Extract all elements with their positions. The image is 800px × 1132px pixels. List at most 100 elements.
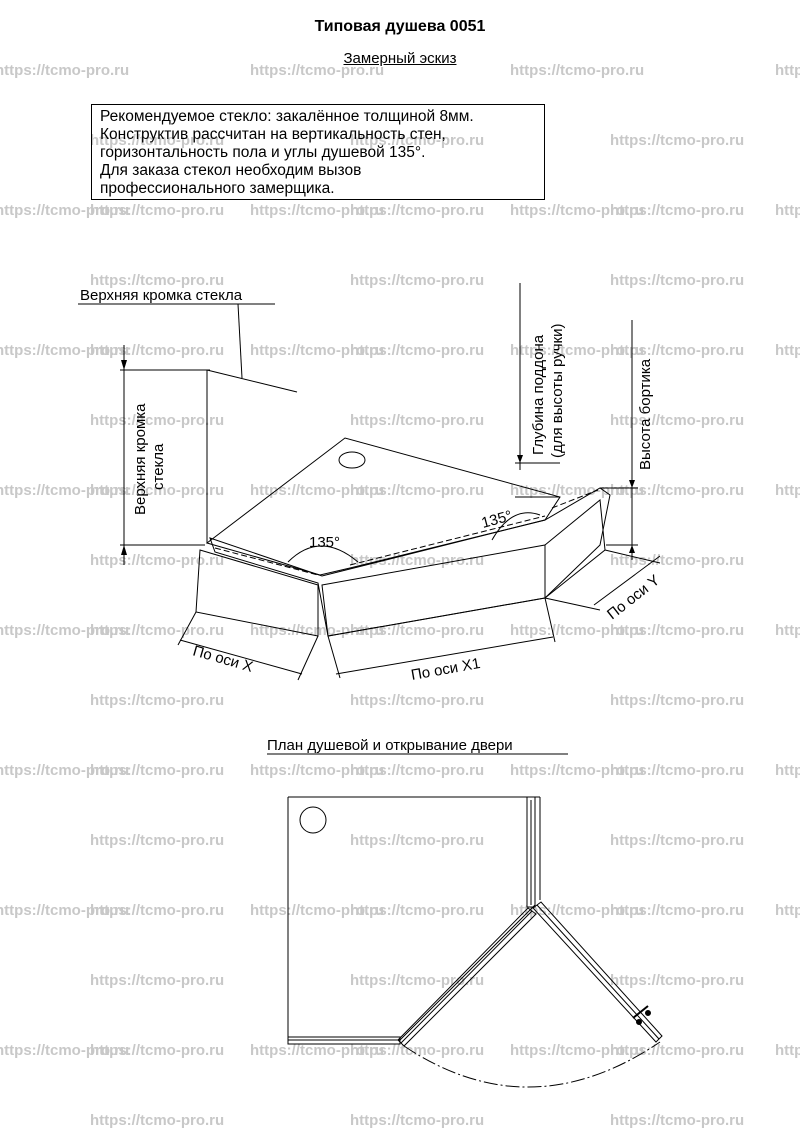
watermark-text: https://tcmo-pro.ru	[250, 902, 384, 919]
watermark-text: https://tcmo-pro.ru	[610, 1042, 744, 1059]
plan-diagonal-glass	[397, 907, 537, 1047]
watermark-text: https://tcmo-pro.ru	[775, 902, 800, 919]
watermark-text: https://tcmo-pro.ru	[610, 482, 744, 499]
watermark-text: https://tcmo-pro.ru	[510, 762, 644, 779]
door-swing-arc	[403, 1041, 661, 1088]
note-line-5: профессионального замерщика.	[100, 180, 335, 197]
watermark-text: https://tcmo-pro.ru	[350, 762, 484, 779]
watermark-text: https://tcmo-pro.ru	[90, 832, 224, 849]
watermark-text: https://tcmo-pro.ru	[610, 902, 744, 919]
watermark-text: https://tcmo-pro.ru	[510, 342, 644, 359]
axis-x-dim-line	[179, 639, 303, 675]
watermark-text: https://tcmo-pro.ru	[0, 482, 129, 499]
curb-dash-mid	[349, 515, 546, 566]
axis-y-ext-bottom	[544, 597, 601, 611]
watermark-text: https://tcmo-pro.ru	[90, 202, 224, 219]
watermark-text: https://tcmo-pro.ru	[90, 762, 224, 779]
watermark-text: https://tcmo-pro.ru	[350, 1042, 484, 1059]
watermark-text: https://tcmo-pro.ru	[610, 132, 744, 149]
axis-y-ext-top	[604, 549, 661, 564]
curb-height-label: Высота бортика	[637, 358, 654, 470]
watermark-text: https://tcmo-pro.ru	[510, 902, 644, 919]
watermark-text: https://tcmo-pro.ru	[610, 622, 744, 639]
note-line-4: Для заказа стекол необходим вызов	[100, 162, 362, 179]
axis-x-ext-left	[177, 611, 197, 646]
watermark-text: https://tcmo-pro.ru	[90, 972, 224, 989]
watermark-text: https://tcmo-pro.ru	[775, 342, 800, 359]
watermark-text: https://tcmo-pro.ru	[610, 552, 744, 569]
angle-right-label: 135°	[480, 507, 514, 531]
left-vertical-label-1: Верхняя кромка	[132, 403, 149, 515]
watermark-text: https://tcmo-pro.ru	[775, 482, 800, 499]
axis-x1-dim-line	[335, 636, 554, 675]
watermark-text: https://tcmo-pro.ru	[610, 1112, 744, 1129]
watermark-text: https://tcmo-pro.ru	[350, 902, 484, 919]
top-edge-leader	[237, 303, 243, 379]
tray-depth-label-2: (для высоты ручки)	[549, 324, 566, 458]
door-handle-knob-2	[645, 1010, 651, 1016]
watermark-text: https://tcmo-pro.ru	[775, 202, 800, 219]
angle-arc-right	[491, 512, 541, 541]
watermark-text: https://tcmo-pro.ru	[610, 412, 744, 429]
plan-tray-front	[288, 904, 536, 1041]
watermark-text: https://tcmo-pro.ru	[510, 202, 644, 219]
watermark-text: https://tcmo-pro.ru	[250, 482, 384, 499]
tray-depth-arrow	[517, 455, 523, 463]
watermark-text: https://tcmo-pro.ru	[0, 622, 129, 639]
watermark-text: https://tcmo-pro.ru	[610, 342, 744, 359]
watermark-text: https://tcmo-pro.ru	[250, 1042, 384, 1059]
page-subtitle: Замерный эскиз	[0, 50, 800, 67]
axis-y-label: По оси Y	[604, 572, 663, 623]
plan-title: План душевой и открывание двери	[267, 737, 513, 754]
watermark-text: https://tcmo-pro.ru	[610, 272, 744, 289]
watermark-text: https://tcmo-pro.ru	[350, 1112, 484, 1129]
watermark-text: https://tcmo-pro.ru	[250, 342, 384, 359]
axis-x1-ext-left	[327, 635, 341, 679]
axis-y-dim-line	[593, 555, 661, 606]
curb-face-left	[195, 549, 319, 637]
angle-left-label: 135°	[309, 534, 340, 551]
watermark-text: https://tcmo-pro.ru	[610, 972, 744, 989]
top-edge-ext	[206, 369, 298, 393]
watermark-text: https://tcmo-pro.ru	[90, 1112, 224, 1129]
left-vertical-label-2: стекла	[150, 443, 167, 490]
watermark-text: https://tcmo-pro.ru	[0, 202, 129, 219]
note-line-3: горизонтальность пола и углы душевой 135…	[100, 144, 426, 161]
watermark-text: https://tcmo-pro.ru	[775, 1042, 800, 1059]
axis-x1-ext-right	[544, 597, 556, 643]
plan-drain-hole	[299, 806, 327, 834]
watermark-text: https://tcmo-pro.ru	[350, 272, 484, 289]
watermark-text: https://tcmo-pro.ru	[775, 622, 800, 639]
plan-door-center	[536, 904, 660, 1040]
watermark-text: https://tcmo-pro.ru	[0, 902, 129, 919]
plan-right-glass	[526, 796, 536, 908]
note-line-2: Конструктив рассчитан на вертикальность …	[100, 126, 446, 143]
watermark-text: https://tcmo-pro.ru	[350, 202, 484, 219]
watermark-text: https://tcmo-pro.ru	[0, 62, 129, 79]
watermark-text: https://tcmo-pro.ru	[250, 202, 384, 219]
watermark-text: https://tcmo-pro.ru	[90, 1042, 224, 1059]
watermark-text: https://tcmo-pro.ru	[775, 62, 800, 79]
drain-hole-3d	[338, 451, 366, 469]
tray-depth-label-1: Глубина поддона	[530, 334, 547, 455]
watermark-text: https://tcmo-pro.ru	[250, 62, 384, 79]
front-curb-top	[209, 487, 611, 637]
door-handle-knob-1	[636, 1019, 642, 1025]
watermark-text: https://tcmo-pro.ru	[610, 762, 744, 779]
page-title: Типовая душева 0051	[314, 18, 486, 35]
shower-sketch-3d: Верхняя кромка стекла Верхняя кромка сте…	[78, 283, 663, 684]
plan-diagonal-glass-center	[400, 910, 533, 1044]
axis-x-ext-right	[297, 635, 319, 681]
watermark-text: https://tcmo-pro.ru	[0, 1042, 129, 1059]
curb-dash-left	[214, 547, 319, 576]
watermark-text: https://tcmo-pro.ru	[610, 832, 744, 849]
watermark-text: https://tcmo-pro.ru	[250, 762, 384, 779]
watermark-text: https://tcmo-pro.ru	[350, 972, 484, 989]
watermark-text: https://tcmo-pro.ru	[350, 552, 484, 569]
watermark-text: https://tcmo-pro.ru	[250, 622, 384, 639]
plan-left-glass	[287, 1036, 401, 1045]
watermark-text: https://tcmo-pro.ru	[90, 272, 224, 289]
watermark-text: https://tcmo-pro.ru	[90, 902, 224, 919]
